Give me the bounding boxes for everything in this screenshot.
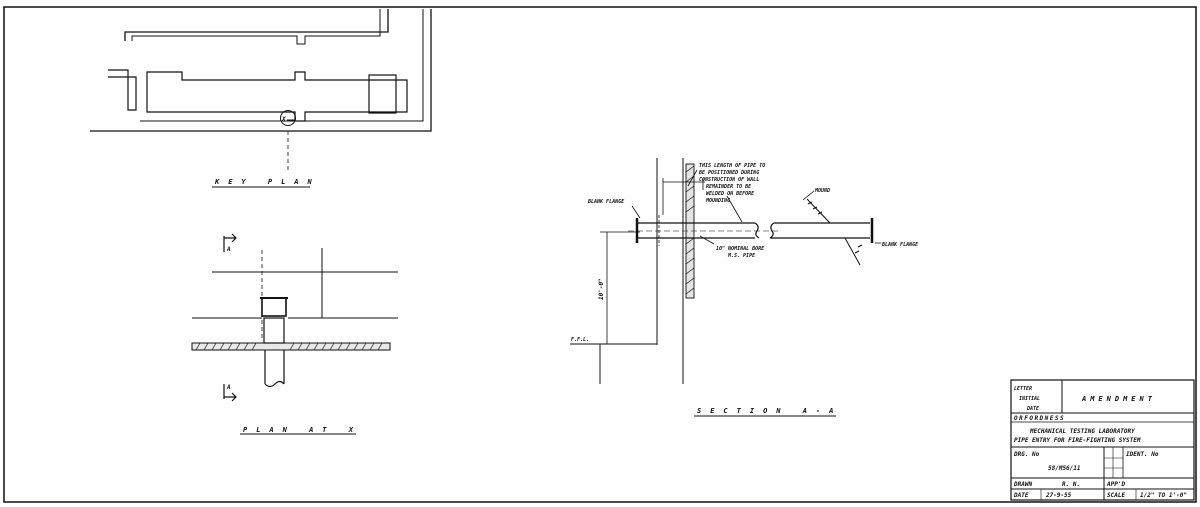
- key-plan-marker-circle: [280, 110, 296, 126]
- note-pipe-length-3: CONSTRUCTION OF WALL: [699, 177, 759, 183]
- section-aa: THIS LENGTH OF PIPE TO BE POSITIONED DUR…: [570, 158, 919, 417]
- tb-appd-label: APP'D: [1106, 481, 1125, 488]
- tb-amendment: AMENDMENT: [1081, 395, 1156, 403]
- tb-org: ORFORDNESS: [1014, 415, 1065, 422]
- leader-pipe: [699, 235, 715, 245]
- leader-mound: [802, 190, 815, 201]
- plan-x-wall: [191, 342, 391, 351]
- key-plan-title: KEY PLAN: [214, 178, 321, 186]
- key-plan-box: [368, 74, 397, 114]
- note-remainder-3: MOUNDING: [705, 198, 730, 204]
- note-height: 10'-0": [598, 278, 605, 300]
- leader-remainder: [726, 195, 743, 223]
- note-pipe-2: M.S. PIPE: [727, 253, 756, 259]
- tb-drg-label: DRG. No: [1013, 451, 1040, 458]
- mound-slope-bottom: [844, 237, 863, 266]
- plan-x-pipe-lower: [264, 350, 285, 388]
- section-pipe-main: [637, 222, 760, 239]
- tb-scale-label: SCALE: [1107, 492, 1125, 499]
- plan-x-pipe-upper: [263, 317, 285, 344]
- note-mound: MOUND: [814, 188, 830, 194]
- leader-blank-flange-left: [631, 205, 641, 219]
- key-plan-right-wall-inner: [140, 9, 424, 122]
- section-arrow-bottom: [223, 384, 237, 402]
- tb-title-line1: MECHANICAL TESTING LABORATORY: [1029, 428, 1135, 435]
- tb-drawn-label: DRAWN: [1013, 481, 1032, 488]
- note-pipe-1: 10" NOMINAL BORE: [716, 246, 765, 252]
- tb-ident-label: IDENT. No: [1126, 451, 1159, 458]
- tb-scale-value: 1/2" TO 1'-0": [1140, 492, 1187, 499]
- section-wall-hatch: [685, 165, 695, 295]
- title-block: LETTER INITIAL DATE AMENDMENT ORFORDNESS…: [1010, 379, 1195, 501]
- key-plan-right-wall-outer: [90, 9, 432, 132]
- section-mark-top: A: [226, 246, 231, 253]
- key-plan-marker: X: [281, 116, 286, 123]
- plan-x-wall-hatch: [195, 342, 383, 351]
- sheet-border: [3, 6, 1197, 503]
- section-length-dim: [662, 178, 705, 215]
- plan-x-flange: [261, 297, 287, 317]
- mound-slope-top: [806, 198, 831, 224]
- section-arrow-top: [223, 233, 237, 252]
- section-aa-title: SECTION A-A: [697, 407, 842, 415]
- section-pipe-break: [769, 222, 870, 239]
- section-ffl-line: [570, 343, 657, 384]
- section-mark-bottom: A: [226, 384, 231, 391]
- leader-pipe-length: [687, 169, 698, 187]
- tb-drawn-value: R. N.: [1062, 481, 1080, 488]
- tb-amend-initial: INITIAL: [1019, 396, 1040, 402]
- note-ffl: F.F.L.: [571, 337, 589, 343]
- note-blank-flange-left: BLANK FLANGE: [587, 199, 625, 205]
- plan-at-x: A A PLAN AT X: [191, 233, 398, 435]
- note-remainder-2: WELDED ON BEFORE: [706, 191, 755, 197]
- title-block-frame: [1010, 379, 1195, 501]
- key-plan-left-wall: [108, 69, 137, 111]
- note-blank-flange-right: BLANK FLANGE: [881, 242, 919, 248]
- note-pipe-length-2: BE POSITIONED DURING: [698, 170, 759, 176]
- note-remainder-1: REMAINDER TO BE: [706, 184, 752, 190]
- key-plan-corridor: [146, 71, 408, 122]
- key-plan-top-wall-inner: [131, 9, 381, 45]
- plan-at-x-title: PLAN AT X: [243, 426, 362, 434]
- tb-title-line2: PIPE ENTRY FOR FIRE-FIGHTING SYSTEM: [1014, 437, 1141, 444]
- note-pipe-length-1: THIS LENGTH OF PIPE TO: [699, 163, 765, 169]
- tb-amend-letter: LETTER: [1014, 386, 1032, 392]
- key-plan: X KEY PLAN: [90, 9, 432, 188]
- key-plan-top-wall-outer: [124, 9, 389, 41]
- tb-amend-date: DATE: [1026, 406, 1040, 412]
- tb-drg-value: 58/M56/11: [1048, 465, 1081, 472]
- tb-date-value: 27-9-55: [1045, 492, 1072, 499]
- tb-date-label: DATE: [1013, 492, 1029, 499]
